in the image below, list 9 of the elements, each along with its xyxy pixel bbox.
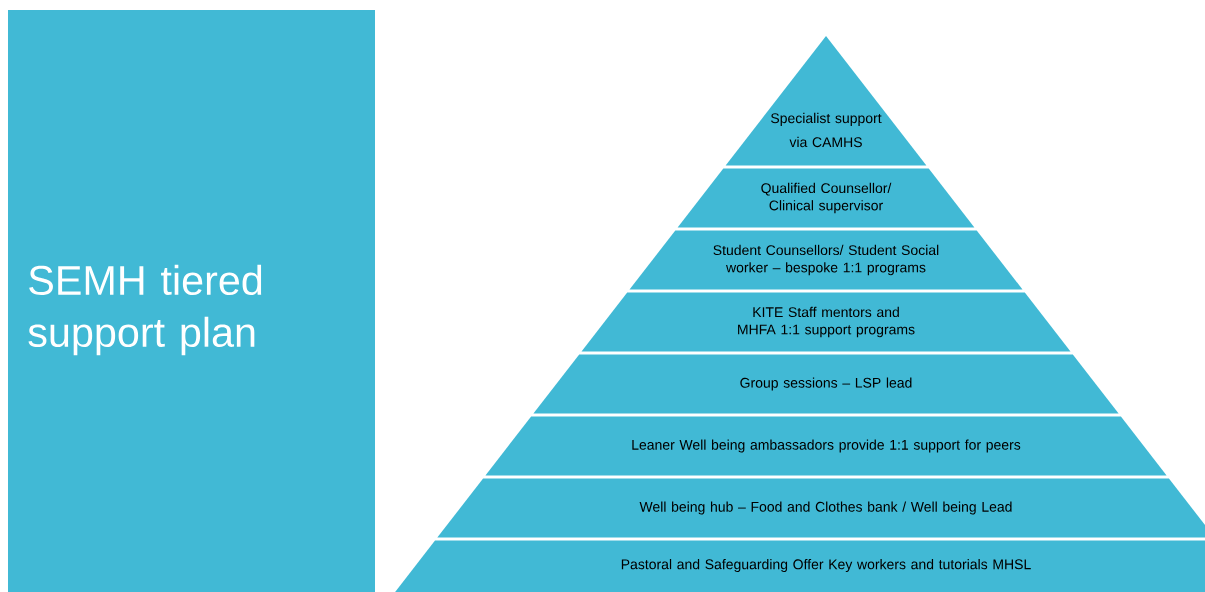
pyramid-tier: KITE Staff mentors and MHFA 1:1 support programs <box>581 292 1071 352</box>
pyramid-tier: Pastoral and Safeguarding Offer Key workers and tutorials MHSL <box>390 540 1205 592</box>
pyramid-tier: Group sessions – LSP lead <box>533 354 1119 414</box>
pyramid-tier: Specialist support via CAMHS <box>725 36 927 166</box>
pyramid-tier: Leaner Well being ambassadors provide 1:1 support for peers <box>485 416 1167 476</box>
title-panel: SEMH tiered support plan <box>8 10 375 592</box>
pyramid-tier: Student Counsellors/ Student Social worker – bespoke 1:1 programs <box>629 230 1023 290</box>
pyramid-tier: Well being hub – Food and Clothes bank / Well being Lead <box>437 478 1205 538</box>
pyramid-tier: Qualified Counsellor/ Clinical supervisor <box>677 168 975 228</box>
